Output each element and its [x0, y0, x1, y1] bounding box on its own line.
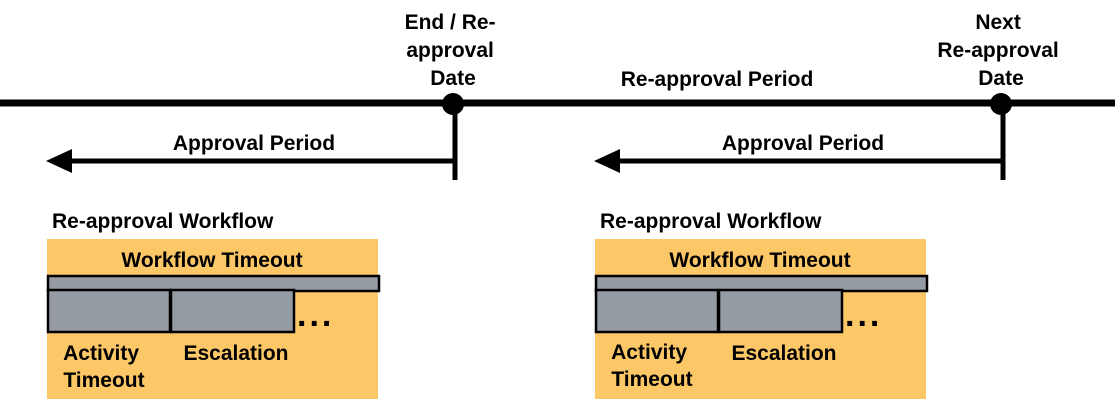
reapproval-workflow-2: Re-approval Workflow Workflow Timeout ..…	[594, 210, 929, 399]
activity-timeout-bar	[46, 288, 172, 334]
escalation-bar	[717, 288, 844, 334]
end-date-label-line: approval	[406, 39, 494, 62]
activity-timeout-label-line: Timeout	[611, 368, 692, 391]
arrow-head-icon	[46, 149, 72, 173]
escalation-label: Escalation	[183, 342, 288, 365]
ellipsis: ...	[845, 296, 882, 334]
next-date-marker: Next Re-approval Date	[937, 11, 1064, 180]
next-date-label-line: Re-approval	[937, 39, 1058, 62]
next-date-label-line: Next	[975, 11, 1021, 34]
approval-period-arrow-right: Approval Period	[594, 132, 1003, 173]
activity-timeout-label-line: Timeout	[63, 369, 144, 392]
reapproval-workflow-1: Re-approval Workflow Workflow Timeout ..…	[46, 210, 381, 399]
activity-timeout-label: Activity Timeout	[63, 342, 145, 392]
workflow-timeout-label: Workflow Timeout	[121, 249, 302, 272]
activity-timeout-label: Activity Timeout	[611, 341, 693, 391]
end-date-label-line: End / Re-	[405, 11, 496, 34]
arrow-head-icon	[594, 149, 620, 173]
approval-period-label: Approval Period	[722, 132, 884, 155]
workflow-title: Re-approval Workflow	[600, 210, 822, 233]
escalation-label: Escalation	[731, 342, 836, 365]
end-date-marker: End / Re- approval Date	[405, 11, 502, 180]
next-date-label-line: Date	[978, 67, 1024, 90]
activity-timeout-label-line: Activity	[63, 342, 139, 365]
workflow-title: Re-approval Workflow	[52, 210, 274, 233]
next-date-dot	[990, 93, 1012, 115]
workflow-timeout-label: Workflow Timeout	[669, 249, 850, 272]
activity-timeout-label-line: Activity	[611, 341, 687, 364]
activity-timeout-bar	[594, 288, 720, 334]
end-date-dot	[442, 93, 464, 115]
approval-period-label: Approval Period	[173, 132, 335, 155]
reapproval-period-label: Re-approval Period	[621, 68, 814, 91]
ellipsis: ...	[297, 296, 334, 334]
end-date-label-line: Date	[430, 67, 476, 90]
escalation-bar	[169, 288, 296, 334]
approval-period-arrow-left: Approval Period	[46, 132, 455, 173]
next-date-label: Next Re-approval Date	[937, 11, 1064, 90]
end-date-label: End / Re- approval Date	[405, 11, 502, 90]
